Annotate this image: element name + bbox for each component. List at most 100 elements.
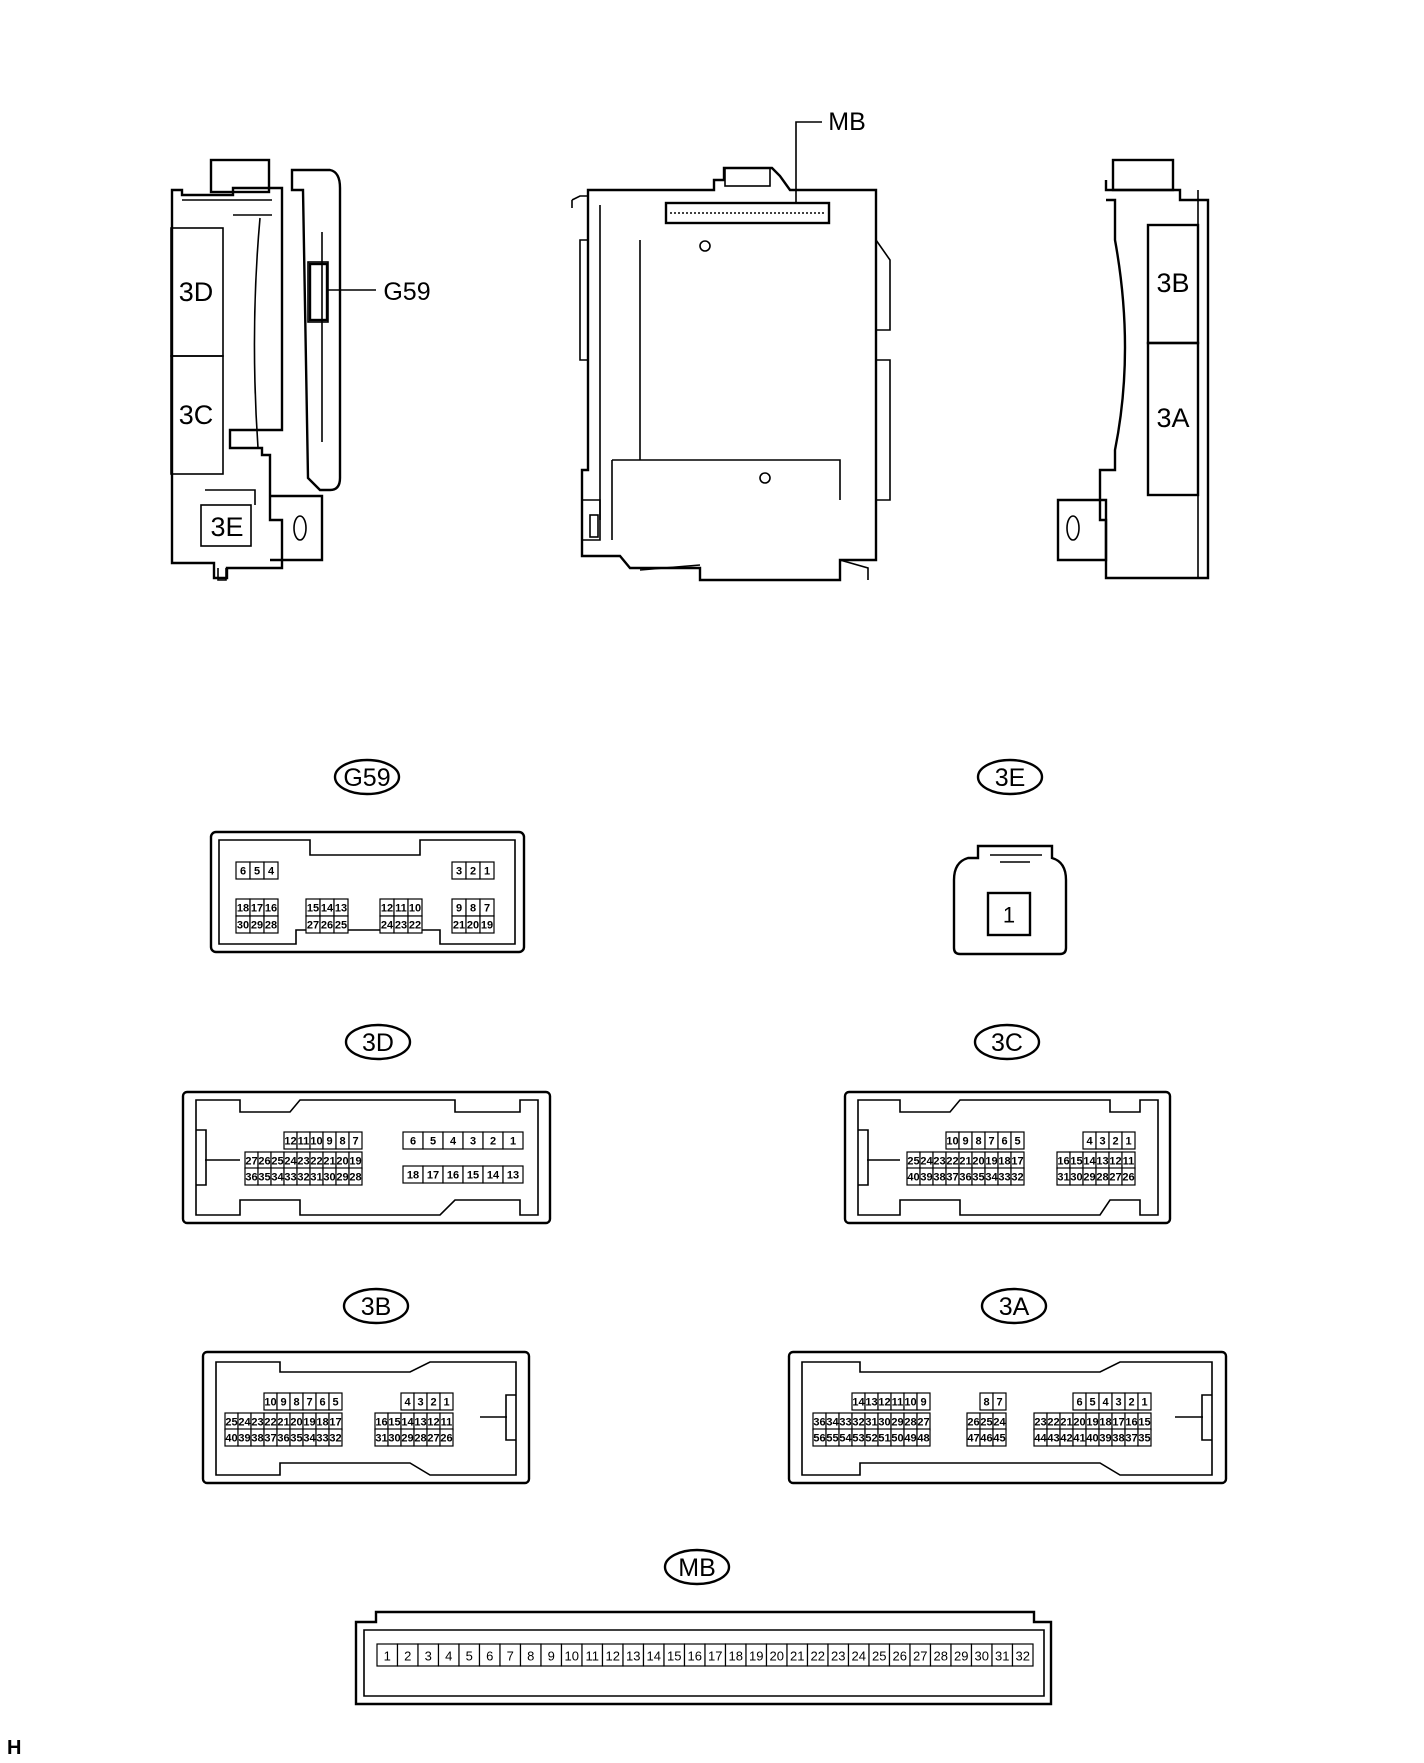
3b-pin-29: 29 — [401, 1433, 413, 1445]
mb-pin-10: 10 — [565, 1649, 579, 1664]
3c-pin-3: 3 — [1099, 1136, 1105, 1148]
3a-id-label: 3A — [999, 1293, 1030, 1321]
3d-pin-24: 24 — [284, 1156, 297, 1168]
3b-pin-19: 19 — [303, 1417, 315, 1429]
3b-pin-17: 17 — [329, 1417, 341, 1429]
g59-pin-12: 12 — [381, 903, 393, 915]
3d-pin-29: 29 — [336, 1172, 348, 1184]
3b-pin-36: 36 — [277, 1433, 289, 1445]
3d-pin-6: 6 — [410, 1136, 416, 1148]
3a-pin-52: 52 — [865, 1433, 877, 1445]
3b-pin-9: 9 — [280, 1397, 286, 1409]
3b-pin-34: 34 — [303, 1433, 316, 1445]
3b-connector-label: 3B — [1156, 268, 1189, 298]
mb-pin-23: 23 — [831, 1649, 845, 1664]
3c-pin-23: 23 — [933, 1156, 945, 1168]
g59-pin-22: 22 — [409, 920, 421, 932]
3a-pin-41: 41 — [1073, 1433, 1085, 1445]
3a-pin-30: 30 — [878, 1417, 890, 1429]
3b-pin-10: 10 — [264, 1397, 276, 1409]
3b-pin-26-cell — [439, 1428, 454, 1447]
3a-pin-42: 42 — [1060, 1433, 1072, 1445]
3a-pin-40: 40 — [1086, 1433, 1098, 1445]
3d-pin-27: 27 — [245, 1156, 257, 1168]
3a-pin-1: 1 — [1141, 1397, 1147, 1409]
mb-pin-11: 11 — [586, 1649, 600, 1664]
3a-pin-39: 39 — [1099, 1433, 1111, 1445]
3b-pin-26: 26 — [440, 1433, 452, 1445]
g59-pin-2: 2 — [470, 866, 476, 878]
3b-pin-40: 40 — [225, 1433, 237, 1445]
3c-pin-12: 12 — [1109, 1156, 1121, 1168]
3b-id-label: 3B — [361, 1293, 392, 1321]
3d-pin-25: 25 — [271, 1156, 283, 1168]
mb-callout-label: MB — [828, 108, 866, 136]
3d-pin-30: 30 — [323, 1172, 335, 1184]
3d-pin-32: 32 — [297, 1172, 309, 1184]
3c-pin-17: 17 — [1011, 1156, 1023, 1168]
3a-pin-46: 46 — [980, 1433, 992, 1445]
3d-pin-17: 17 — [427, 1170, 439, 1182]
3a-pin-18: 18 — [1099, 1417, 1111, 1429]
g59-pin-19-cell — [479, 915, 495, 934]
3b-pin-12: 12 — [427, 1417, 439, 1429]
mb-pin-5: 5 — [466, 1649, 473, 1664]
g59-pin-23: 23 — [395, 920, 407, 932]
3a-pin-56: 56 — [813, 1433, 825, 1445]
3c-pin-31: 31 — [1057, 1172, 1069, 1184]
mb-pin-3: 3 — [425, 1649, 432, 1664]
3a-pin-5: 5 — [1089, 1397, 1095, 1409]
mb-pin-13: 13 — [626, 1649, 640, 1664]
3c-pin-8: 8 — [975, 1136, 981, 1148]
3c-pin-32-cell — [1010, 1167, 1025, 1186]
g59-pin-9: 9 — [456, 903, 462, 915]
3a-pin-26: 26 — [967, 1417, 979, 1429]
3b-pin-13: 13 — [414, 1417, 426, 1429]
3a-pin-51: 51 — [878, 1433, 890, 1445]
3b-pin-32: 32 — [329, 1433, 341, 1445]
3c-pin-39: 39 — [920, 1172, 932, 1184]
3a-pin-48: 48 — [917, 1433, 929, 1445]
3c-pin-1-cell — [1121, 1131, 1136, 1150]
3d-id-label: 3D — [362, 1029, 394, 1057]
g59-pin-19: 19 — [481, 920, 493, 932]
3a-pin-10: 10 — [904, 1397, 916, 1409]
3a-pin-31: 31 — [865, 1417, 877, 1429]
3d-pin-26: 26 — [258, 1156, 270, 1168]
3c-pin-36: 36 — [959, 1172, 971, 1184]
g59-pin-4: 4 — [268, 866, 275, 878]
3a-pin-35-cell — [1137, 1428, 1152, 1447]
3a-pin-43: 43 — [1047, 1433, 1059, 1445]
3c-pin-18: 18 — [998, 1156, 1010, 1168]
3a-pin-7-cell — [992, 1392, 1007, 1411]
mb-pin-31: 31 — [995, 1649, 1009, 1664]
g59-pin-8: 8 — [470, 903, 476, 915]
mb-pin-4: 4 — [445, 1649, 452, 1664]
3d-pin-11: 11 — [298, 1136, 310, 1148]
3c-pin-15: 15 — [1070, 1156, 1082, 1168]
3d-pin-23: 23 — [297, 1156, 309, 1168]
g59-callout-label: G59 — [383, 278, 430, 306]
3a-pin-36: 36 — [813, 1417, 825, 1429]
3a-pin-13: 13 — [865, 1397, 877, 1409]
mb-pin-22: 22 — [811, 1649, 825, 1664]
3c-pin-28: 28 — [1096, 1172, 1108, 1184]
3b-pin-21: 21 — [277, 1417, 289, 1429]
3c-pin-7: 7 — [988, 1136, 994, 1148]
3a-pin-24: 24 — [993, 1417, 1006, 1429]
mb-pin-8: 8 — [527, 1649, 534, 1664]
3c-pin-11: 11 — [1123, 1156, 1135, 1168]
3a-pin-25: 25 — [980, 1417, 992, 1429]
mb-pin-14: 14 — [647, 1649, 661, 1664]
3d-pin-3: 3 — [470, 1136, 476, 1148]
3c-pin-4: 4 — [1086, 1136, 1093, 1148]
g59-pin-17: 17 — [251, 903, 263, 915]
3d-pin-18: 18 — [407, 1170, 419, 1182]
3a-pin-9-cell — [916, 1392, 931, 1411]
3c-pin-21: 21 — [959, 1156, 971, 1168]
3e-pin-1: 1 — [1003, 903, 1015, 928]
3d-pin-5: 5 — [430, 1136, 436, 1148]
mb-pin-7: 7 — [507, 1649, 514, 1664]
